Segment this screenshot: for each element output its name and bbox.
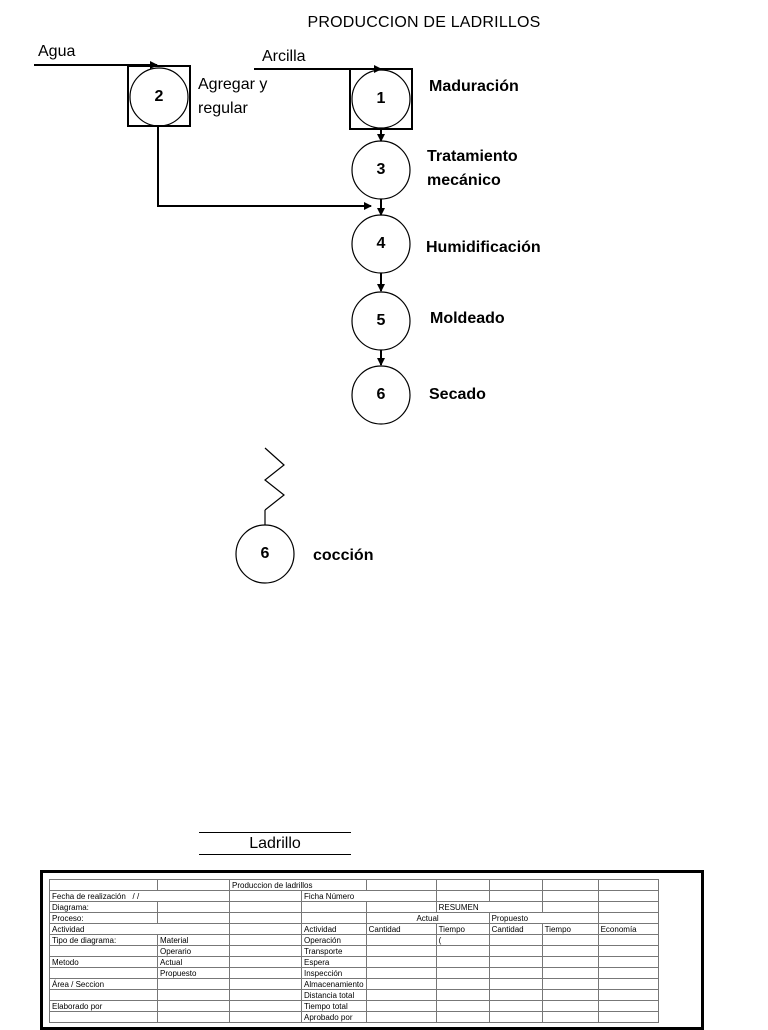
step-3-label-line2: mecánico [427, 172, 501, 189]
diagram-label: Diagrama: [49, 901, 158, 913]
step-6-label: Secado [429, 386, 486, 403]
step-coccion-circle [235, 524, 295, 584]
row-storage: Almacenamiento [301, 978, 367, 990]
product-name: Produccion de ladrillos [229, 879, 367, 891]
date-cell: Fecha de realización / / [49, 890, 230, 902]
date-value: / / [132, 891, 140, 901]
method-label: Metodo [49, 956, 158, 968]
step-2-number: 2 [154, 88, 164, 105]
table-row: Fecha de realización / / Ficha Número [49, 890, 659, 902]
step-4-number: 4 [376, 235, 386, 252]
table-row: Produccion de ladrillos [49, 879, 659, 891]
table-row: Operario Transporte [49, 945, 659, 957]
step-2-label-line1: Agregar y [198, 76, 268, 93]
step-coccion-label: cocción [313, 547, 374, 564]
row-distance: Distancia total [301, 989, 367, 1001]
zigzag-symbol [264, 447, 285, 511]
step-coccion-number: 6 [260, 545, 270, 562]
economy-header: Economía [597, 923, 659, 935]
table-row: Diagrama: RESUMEN [49, 901, 659, 913]
quantity-header-proposed: Cantidad [488, 923, 543, 935]
clay-label: Arcilla [262, 48, 306, 65]
quantity-header-actual: Cantidad [365, 923, 437, 935]
process-sheet-table: Produccion de ladrillos Fecha de realiza… [49, 879, 659, 1023]
process-label: Proceso: [49, 912, 158, 924]
made-by-label: Elaborado por [49, 1000, 158, 1012]
time-header-proposed: Tiempo [541, 923, 599, 935]
step-3-label-line1: Tratamiento [427, 148, 518, 165]
row-transport: Transporte [301, 945, 367, 957]
step-1-number: 1 [376, 90, 386, 107]
area-label: Área / Seccion [49, 978, 158, 990]
connector-2-4 [157, 126, 372, 210]
step-6-circle [351, 365, 411, 425]
date-label: Fecha de realización [52, 891, 126, 901]
actual-header: Actual [365, 912, 490, 924]
row-inspection: Inspección [301, 967, 367, 979]
table-row: Tipo de diagrama: Material Operación ( [49, 934, 659, 946]
table-row: Distancia total [49, 989, 659, 1001]
row-wait: Espera [301, 956, 367, 968]
row-total-time: Tiempo total [301, 1000, 367, 1012]
operation-mark: ( [435, 934, 490, 946]
step-5-number: 5 [376, 312, 386, 329]
step-1-label: Maduración [429, 78, 519, 95]
diagram-type-operario: Operario [157, 945, 230, 957]
table-row: Aprobado por [49, 1011, 659, 1023]
activity-header: Actividad [301, 923, 367, 935]
step-2-label: Agregar y regular [198, 73, 267, 121]
proposed-header: Propuesto [488, 912, 599, 924]
summary-header: RESUMEN [435, 901, 543, 913]
page-title: PRODUCCION DE LADRILLOS [307, 14, 541, 31]
row-operation: Operación [301, 934, 367, 946]
step-4-label: Humidificación [426, 239, 541, 256]
step-6-number: 6 [376, 386, 386, 403]
table-row: Actividad Actividad Cantidad Tiempo Cant… [49, 923, 659, 935]
process-sheet: Produccion de ladrillos Fecha de realiza… [40, 870, 704, 1030]
water-label: Agua [38, 43, 76, 60]
diagram-type-material: Material [157, 934, 230, 946]
table-row: Propuesto Inspección [49, 967, 659, 979]
table-row: Proceso: Actual Propuesto [49, 912, 659, 924]
step-2-label-line2: regular [198, 100, 248, 117]
subtitle-ladrillo: Ladrillo [199, 832, 351, 855]
method-proposed: Propuesto [157, 967, 230, 979]
step-5-label: Moldeado [430, 310, 505, 327]
activity-left-label: Actividad [49, 923, 230, 935]
diagram-type-label: Tipo de diagrama: [49, 934, 158, 946]
method-actual: Actual [157, 956, 230, 968]
table-row: Área / Seccion Almacenamiento [49, 978, 659, 990]
step-3-label: Tratamiento mecánico [427, 145, 518, 193]
table-row: Metodo Actual Espera [49, 956, 659, 968]
sheet-number-label: Ficha Número [301, 890, 437, 902]
row-approved: Aprobado por [301, 1011, 367, 1023]
time-header-actual: Tiempo [435, 923, 490, 935]
step-3-number: 3 [376, 161, 386, 178]
table-row: Elaborado por Tiempo total [49, 1000, 659, 1012]
